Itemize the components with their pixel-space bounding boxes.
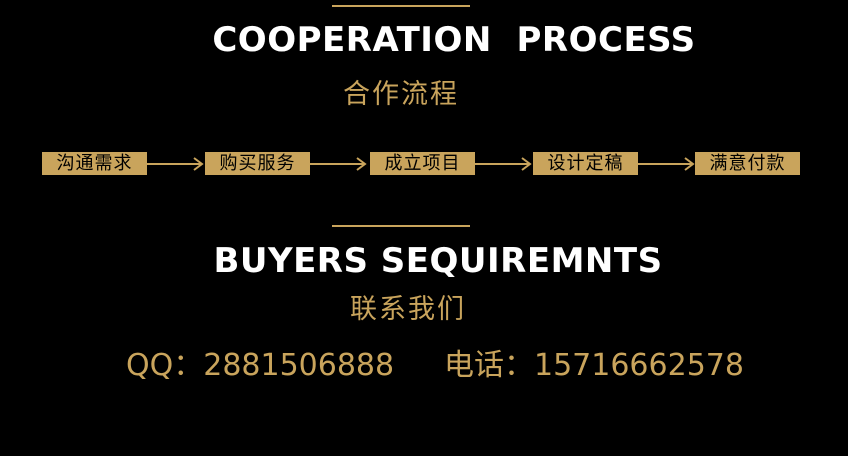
middle-divider-line [332, 225, 470, 227]
arrow-right-icon [147, 157, 204, 171]
process-step-5: 满意付款 [695, 152, 800, 175]
arrow-right-icon [475, 157, 532, 171]
cooperation-process-subtitle: 合作流程 [343, 79, 459, 110]
top-divider-line [332, 5, 470, 7]
phone-label: 电话： [444, 348, 534, 383]
process-step-1: 沟通需求 [42, 152, 147, 175]
arrow-right-icon [638, 157, 695, 171]
process-flow: 沟通需求 购买服务 成立项目 设计定稿 满意付款 [42, 152, 802, 176]
phone-number: 15716662578 [534, 348, 744, 383]
qq-label: QQ： [126, 348, 204, 383]
cooperation-process-title: COOPERATION PROCESS [212, 20, 696, 60]
qq-contact: QQ：2881506888 [126, 340, 394, 384]
contact-us-subtitle: 联系我们 [350, 294, 466, 325]
qq-number: 2881506888 [203, 348, 395, 383]
process-step-3: 成立项目 [370, 152, 475, 175]
process-step-2: 购买服务 [205, 152, 310, 175]
process-step-4: 设计定稿 [533, 152, 638, 175]
arrow-right-icon [310, 157, 367, 171]
phone-contact: 电话：15716662578 [444, 340, 744, 384]
buyers-requirements-title: BUYERS SEQUIREMNTS [213, 241, 663, 281]
